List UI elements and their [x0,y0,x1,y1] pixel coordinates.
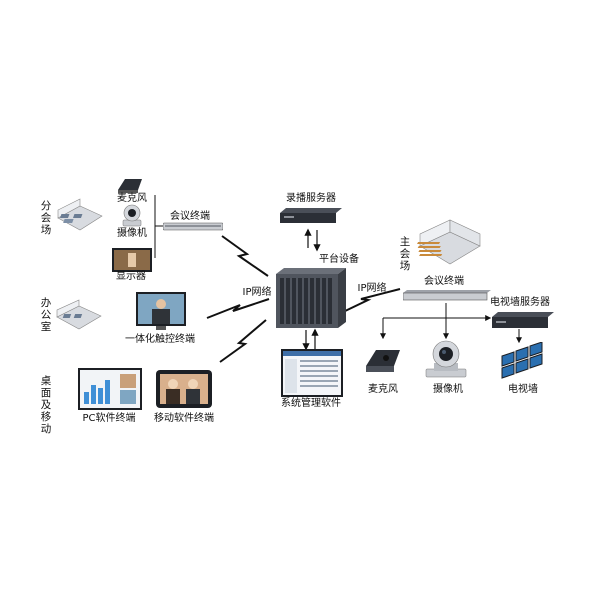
label-ip-network-right: IP网络 [357,283,387,294]
label-management-software: 系统管理软件 [281,398,341,409]
microphone-main-icon [366,350,400,372]
label-conference-terminal-main: 会议终端 [424,276,464,287]
microphone-left-icon [118,179,142,193]
conference-terminal-left-icon [163,222,223,231]
label-ip-network-left: IP网络 [242,287,272,298]
wan-link-mobile [219,319,267,363]
label-camera-main: 摄像机 [433,384,463,395]
site-label-office: 办公室 [40,297,52,333]
site-label-desktop-mobile: 桌面及移动 [40,375,52,435]
wan-link-main [342,288,401,313]
touch-terminal-icon [136,292,186,330]
label-display: 显示器 [116,271,146,282]
label-videowall: 电视墙 [508,384,538,395]
office-room-icon [56,299,102,330]
recording-server-icon [280,208,342,223]
main-hall-icon [416,219,481,265]
label-conference-terminal-left: 会议终端 [170,211,210,222]
site-label-branch: 分会场 [40,200,52,236]
label-mobile-software: 移动软件终端 [154,413,214,424]
label-pc-software: PC软件终端 [82,413,136,424]
label-recording-server: 录播服务器 [286,193,336,204]
pc-software-icon [78,368,142,410]
label-camera-left: 摄像机 [117,228,147,239]
site-label-main: 主会场 [399,236,411,272]
branch-room-icon [57,198,103,231]
management-software-icon [281,349,343,397]
mobile-software-icon [156,370,212,408]
camera-main-icon [425,340,467,378]
label-platform: 平台设备 [319,254,359,265]
display-icon [112,248,152,272]
camera-left-icon [122,204,142,227]
videowall-icon [501,342,543,379]
label-microphone-left: 麦克风 [117,193,147,204]
conference-terminal-main-icon [403,290,491,301]
videowall-server-icon [492,312,554,328]
wan-link-office [206,298,270,319]
label-videowall-server: 电视墙服务器 [490,297,550,308]
label-touch-terminal: 一体化触控终端 [125,334,195,345]
platform-device-icon [276,268,346,328]
wan-link-branch [221,235,269,277]
label-microphone-main: 麦克风 [368,384,398,395]
